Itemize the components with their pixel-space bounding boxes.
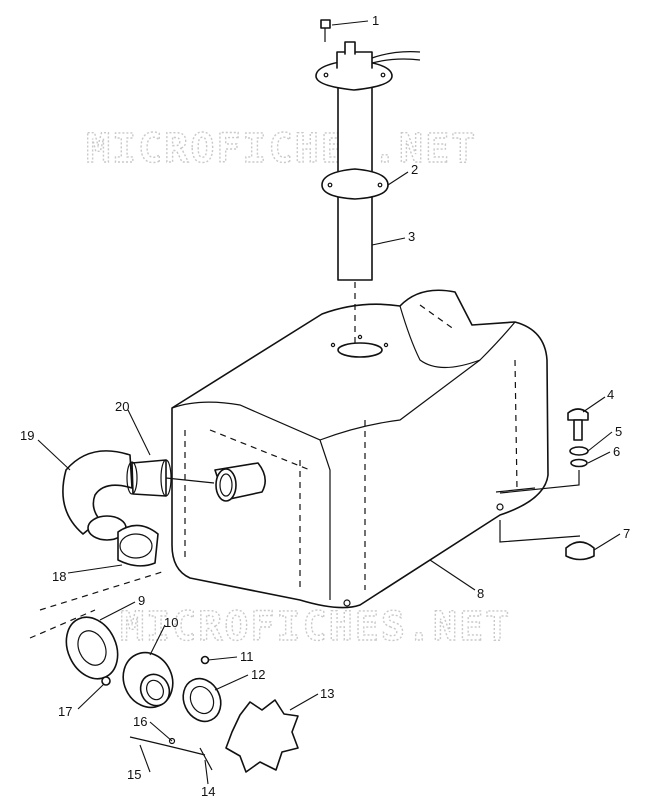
callout-19: 19 [20,428,34,443]
watermark-top: MICROFICHES.NET [86,126,477,172]
callout-1: 1 [372,13,379,28]
callout-16: 16 [133,714,147,729]
callout-17: 17 [58,704,72,719]
callout-6: 6 [613,444,620,459]
callout-7: 7 [623,526,630,541]
fuel-tank [171,289,549,609]
callout-11: 11 [240,649,254,664]
callout-10: 10 [164,615,178,630]
callout-13: 13 [320,686,334,701]
callout-4: 4 [607,387,614,402]
watermark-bottom: MICROFICHES.NET [120,604,511,650]
callout-8: 8 [477,586,484,601]
filler-hose-assembly [62,450,215,567]
callout-20: 20 [115,399,129,414]
callout-18: 18 [52,569,66,584]
mounting-hardware [499,408,595,561]
callout-9: 9 [138,593,145,608]
callout-12: 12 [251,667,265,682]
callout-14: 14 [201,784,215,799]
callout-15: 15 [127,767,141,782]
callout-3: 3 [408,229,415,244]
filler-cap-assembly [29,571,299,773]
callout-leaders [37,20,621,785]
callout-5: 5 [615,424,622,439]
callout-2: 2 [411,162,418,177]
callout-labels: 1 2 3 4 5 6 7 8 9 10 11 12 13 14 15 16 1… [20,13,630,799]
fuel-sender-assembly [315,19,421,345]
